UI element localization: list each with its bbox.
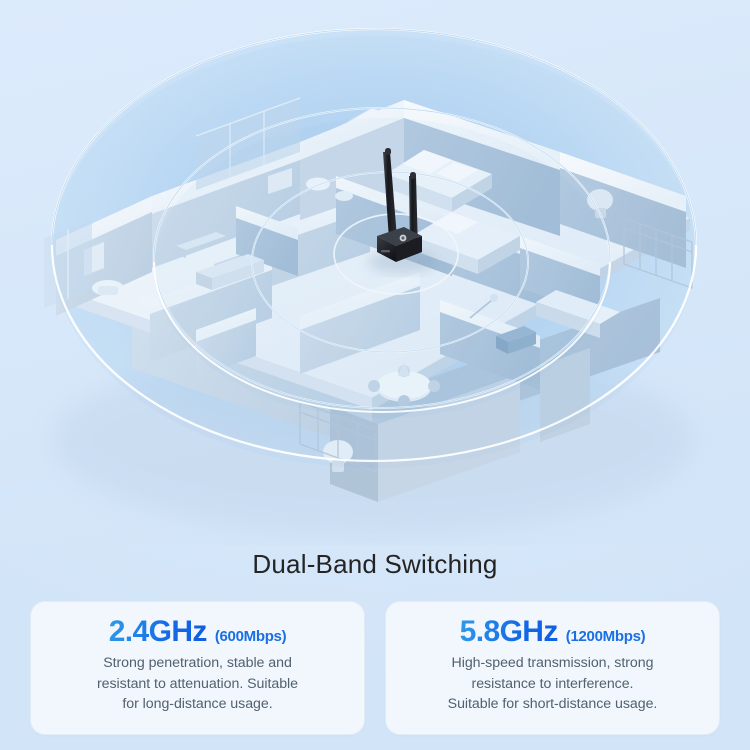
dining-set	[368, 362, 440, 407]
band-card-2-4ghz[interactable]: 2.4GHz (600Mbps) Strong penetration, sta…	[30, 601, 365, 735]
band-label-2-4ghz: 2.4GHz	[108, 615, 208, 648]
isometric-house-scene	[0, 0, 750, 545]
band-cards: 2.4GHz (600Mbps) Strong penetration, sta…	[30, 601, 720, 735]
adapter-body	[377, 227, 422, 262]
band-heading-row: 5.8GHz (1200Mbps)	[460, 615, 646, 649]
band-description-2-4ghz: Strong penetration, stable and resistant…	[83, 653, 312, 715]
band-label-5-8ghz: 5.8GHz	[459, 615, 559, 648]
tv-console	[176, 232, 226, 258]
feature-copy-section: Dual-Band Switching 2.4GHz (600Mbps) Str…	[0, 545, 750, 750]
bathroom-fixtures	[84, 242, 159, 306]
band-desc-line: High-speed transmission, strong	[451, 655, 654, 671]
armchair	[496, 326, 536, 354]
balcony-railings	[299, 217, 693, 473]
band-heading-row: 2.4GHz (600Mbps)	[109, 615, 287, 649]
wifi-dome-front-edge	[50, 244, 698, 463]
coverage-sweep	[52, 36, 696, 468]
band-desc-line: for long-distance usage.	[122, 696, 273, 712]
floor-lamp	[469, 294, 498, 319]
band-desc-line: resistance to interference.	[471, 675, 634, 692]
band-desc-line: Strong penetration, stable and	[103, 655, 292, 671]
bed-second	[412, 212, 520, 274]
band-card-5-8ghz[interactable]: 5.8GHz (1200Mbps) High-speed transmissio…	[385, 601, 720, 735]
band-description-5-8ghz: High-speed transmission, strong resistan…	[434, 653, 672, 715]
glass-panels	[44, 97, 301, 308]
wifi-usb-adapter	[368, 148, 436, 273]
wifi-signal-rings	[153, 107, 611, 409]
page-title: Dual-Band Switching	[252, 549, 498, 579]
sofa	[196, 254, 264, 290]
band-rate-2-4ghz: (600Mbps)	[214, 628, 287, 645]
band-desc-line: resistant to attenuation. Suitable	[97, 675, 298, 692]
antenna-left	[383, 148, 397, 239]
band-desc-line: Suitable for short-distance usage.	[447, 696, 658, 712]
hero-illustration	[0, 0, 750, 545]
band-rate-5-8ghz: (1200Mbps)	[565, 628, 646, 645]
